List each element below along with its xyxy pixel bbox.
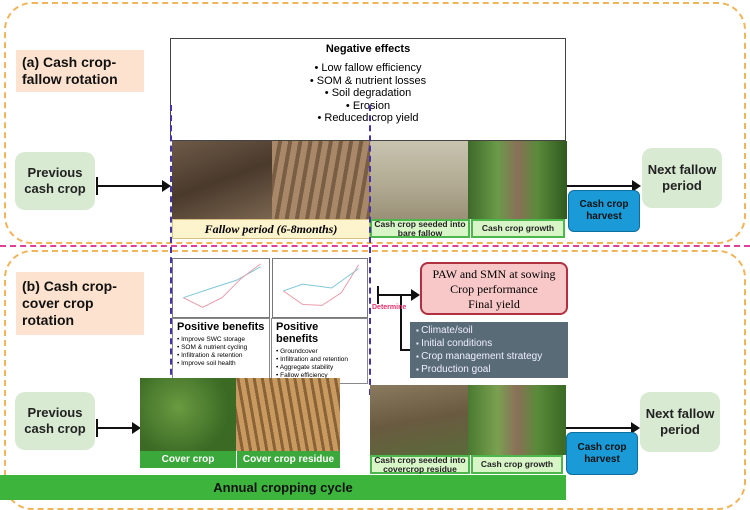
growth-label-b: Cash crop growth bbox=[471, 455, 563, 474]
cover-residue-photo bbox=[236, 378, 340, 451]
list-item: Low fallow efficiency bbox=[171, 62, 565, 75]
cover-residue-label: Cover crop residue bbox=[237, 451, 340, 468]
next-fallow-period-b: Next fallow period bbox=[640, 392, 720, 452]
list-item: Fallow efficiency bbox=[276, 372, 363, 380]
section-a-border bbox=[4, 2, 746, 244]
list-item: Reduced crop yield bbox=[171, 112, 565, 125]
fallow-end-line bbox=[369, 105, 371, 395]
positive-benefits-2: Positive benefits Groundcover Infiltrati… bbox=[271, 318, 368, 384]
list-item: Improve SWC storage bbox=[177, 336, 265, 344]
arrow-to-fallow bbox=[97, 180, 171, 192]
factor-item: Climate/soil bbox=[416, 324, 562, 337]
next-fallow-period-a: Next fallow period bbox=[642, 148, 722, 208]
cash-crop-harvest-b: Cash crop harvest bbox=[566, 432, 638, 475]
growth-label-a: Cash crop growth bbox=[471, 219, 565, 238]
arrow-to-outcomes bbox=[378, 289, 420, 301]
section-divider bbox=[0, 245, 750, 247]
negative-effects-box: Negative effects Low fallow efficiency S… bbox=[170, 38, 566, 141]
factor-item: Crop management strategy bbox=[416, 350, 562, 363]
factor-item: Production goal bbox=[416, 363, 562, 376]
crop-growth-photo-b bbox=[468, 385, 566, 455]
factor-item: Initial conditions bbox=[416, 337, 562, 350]
chart-line-cover bbox=[183, 266, 261, 299]
connector-down bbox=[400, 294, 402, 350]
negative-effects-list: Low fallow efficiency SOM & nutrient los… bbox=[171, 62, 565, 125]
list-item: SOM & nutrient losses bbox=[171, 75, 565, 88]
connector-to-factors bbox=[400, 349, 410, 351]
benefits-title: Positive benefits bbox=[177, 321, 265, 333]
outcome-item: Crop performance bbox=[450, 282, 538, 296]
rotation-a-label: (a) Cash crop-fallow rotation bbox=[16, 50, 144, 92]
benefits-title: Positive benefits bbox=[276, 321, 319, 345]
arrow-to-next-b bbox=[566, 422, 640, 434]
determine-label: Determine bbox=[372, 304, 407, 311]
fallow-start-line bbox=[170, 105, 172, 395]
outcome-item: Final yield bbox=[468, 297, 520, 311]
annual-cycle-bar: Annual cropping cycle bbox=[0, 475, 566, 500]
previous-cash-crop-b: Previous cash crop bbox=[15, 392, 95, 450]
previous-cash-crop-a: Previous cash crop bbox=[15, 152, 95, 210]
outcome-item: PAW and SMN at sowing bbox=[432, 267, 556, 281]
cash-crop-harvest-a: Cash crop harvest bbox=[568, 190, 640, 232]
som-chart bbox=[272, 258, 368, 318]
arrow-to-next-a bbox=[567, 180, 641, 192]
factors-box: Climate/soil Initial conditions Crop man… bbox=[410, 322, 568, 378]
positive-benefits-1: Positive benefits Improve SWC storage SO… bbox=[172, 318, 270, 384]
list-item: Infiltration & retention bbox=[177, 352, 265, 360]
list-item: Improve soil health bbox=[177, 360, 265, 368]
list-item: Groundcover bbox=[276, 348, 363, 356]
list-item: SOM & nutrient cycling bbox=[177, 344, 265, 352]
seeded-label-a: Cash crop seeded into bare fallow bbox=[370, 219, 470, 238]
cover-crop-photo bbox=[140, 378, 236, 451]
crop-growth-photo bbox=[468, 141, 567, 219]
list-item: Soil degradation bbox=[171, 87, 565, 100]
fallow-period-label: Fallow period (6-8months) bbox=[172, 219, 370, 239]
list-item: Erosion bbox=[171, 100, 565, 113]
chart-line-cover bbox=[283, 268, 359, 292]
rotation-b-label: (b) Cash crop-cover crop rotation bbox=[16, 272, 144, 335]
fallow-soil-photo-2 bbox=[272, 141, 370, 219]
fallow-soil-photo-1 bbox=[172, 141, 272, 219]
outcomes-box: PAW and SMN at sowing Crop performance F… bbox=[420, 262, 568, 315]
chart-line-fallow bbox=[183, 263, 261, 308]
swc-chart bbox=[172, 258, 270, 318]
arrow-to-cover bbox=[97, 422, 141, 434]
cover-crop-label: Cover crop bbox=[140, 451, 236, 468]
seeded-label-b: Cash crop seeded into covercrop residue bbox=[370, 455, 470, 474]
list-item: Infiltration and retention bbox=[276, 356, 363, 364]
negative-effects-title: Negative effects bbox=[325, 43, 411, 55]
list-item: Aggregate stability bbox=[276, 364, 363, 372]
seeded-residue-photo bbox=[370, 385, 468, 455]
bare-fallow-photo bbox=[370, 141, 468, 219]
chart-line-fallow bbox=[282, 264, 360, 306]
